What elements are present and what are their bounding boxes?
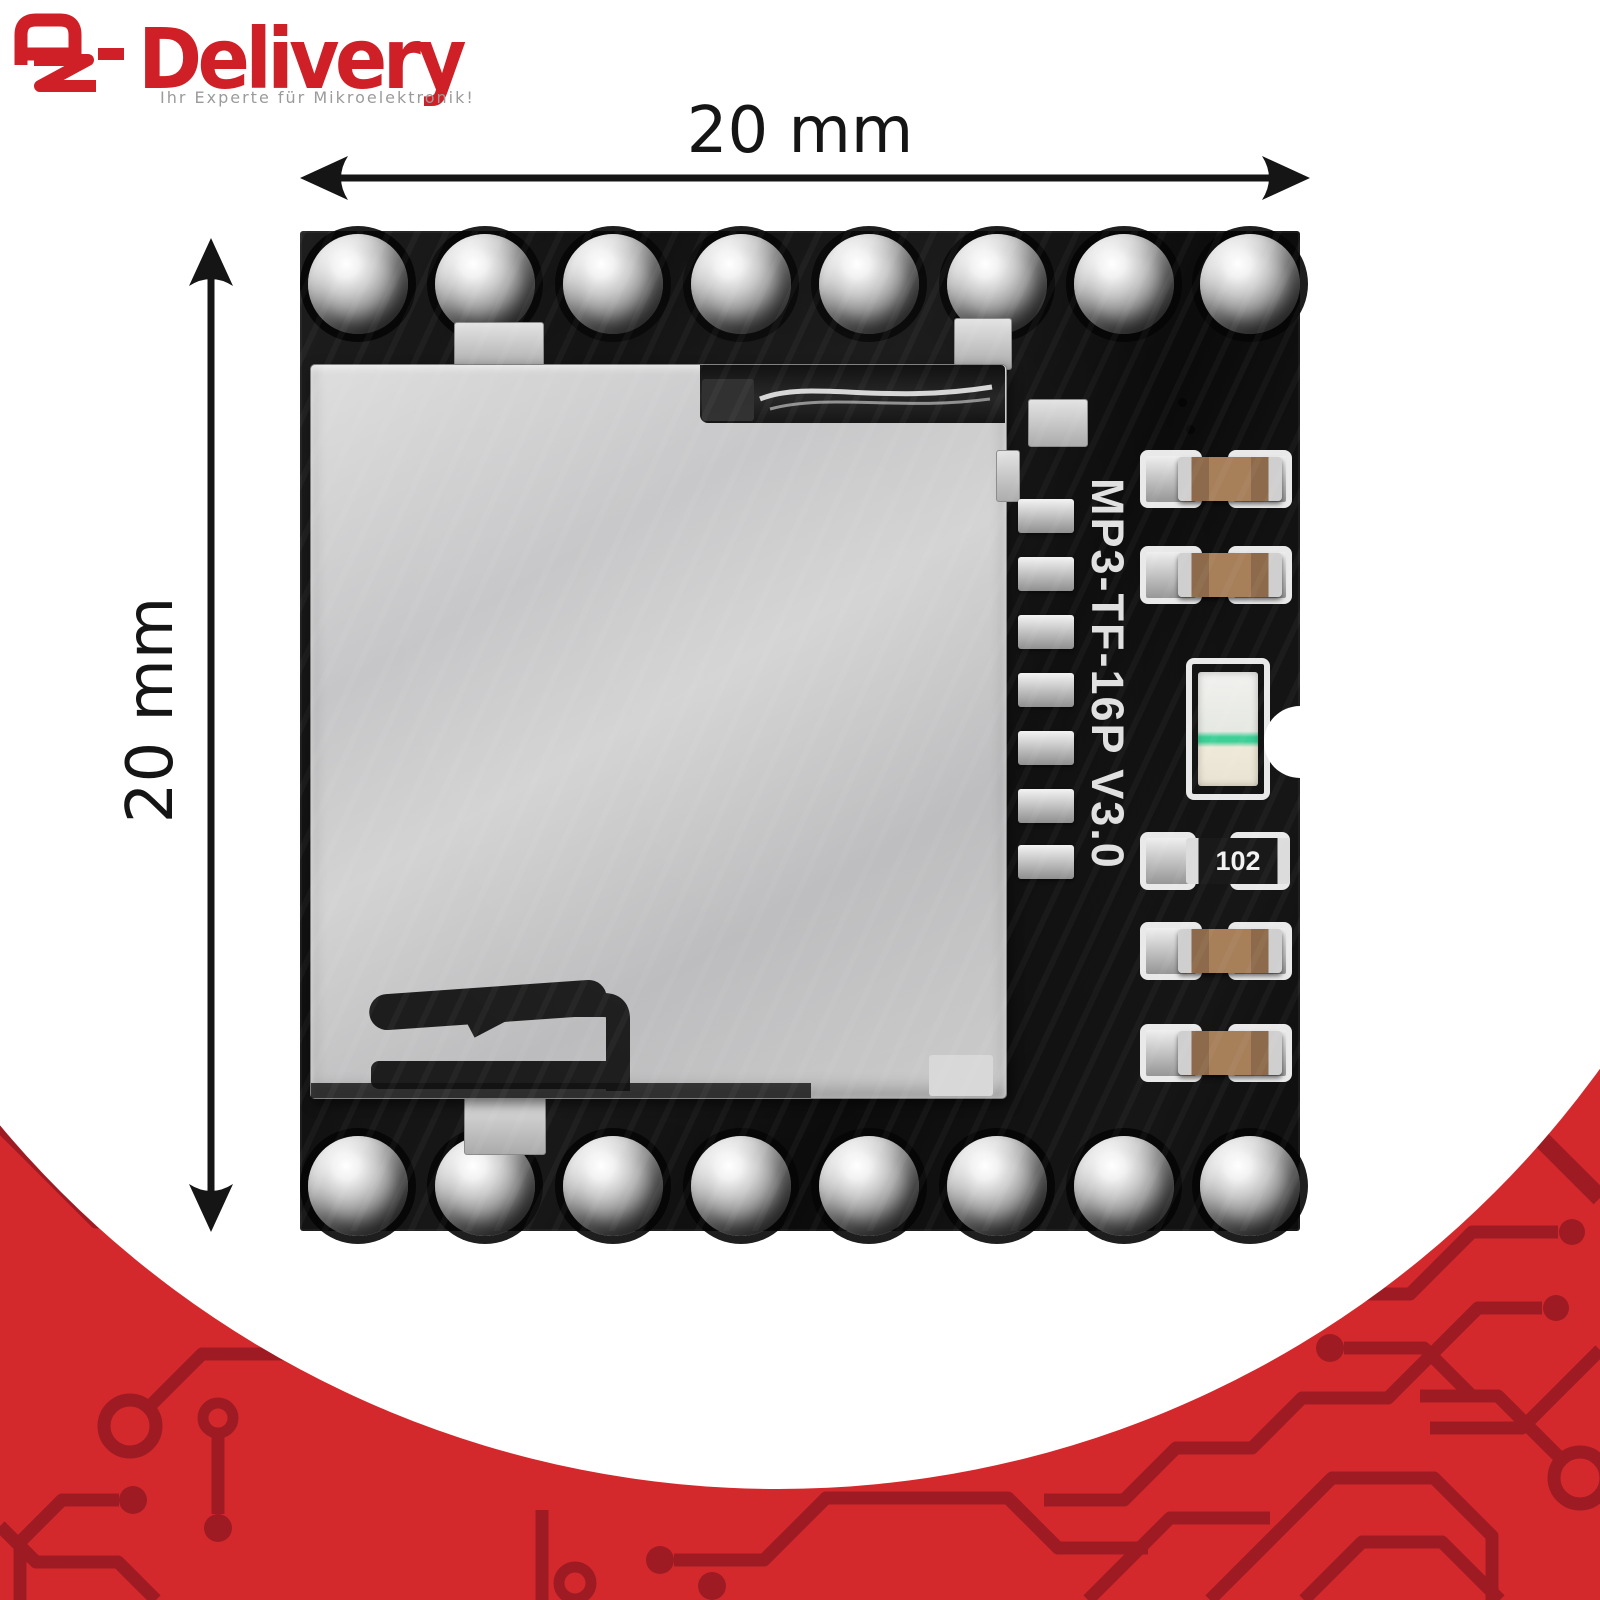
solder-ball — [691, 234, 791, 334]
circuit-traces-pattern — [0, 1116, 1600, 1600]
solder-ball — [563, 1136, 663, 1236]
smd-resistor: 102 — [1186, 838, 1290, 884]
silkscreen-label: MP3-TF-16P V3.0 — [1082, 478, 1133, 870]
logo-az-monogram — [14, 13, 124, 92]
solder-ball — [691, 1136, 791, 1236]
brand-logo: Delivery Ihr Experte für Mikroelektronik… — [14, 4, 534, 114]
smd-pin — [1018, 615, 1074, 649]
solder-ball — [1200, 234, 1300, 334]
height-dimension-arrow — [189, 238, 233, 1232]
smd-capacitor — [1178, 929, 1282, 973]
solder-ball — [308, 234, 408, 334]
solder-ball — [947, 234, 1047, 334]
height-dimension-label: 20 mm — [114, 596, 188, 824]
smd-pin — [1018, 557, 1074, 591]
solder-ball — [947, 1136, 1047, 1236]
via-dot — [1186, 425, 1195, 434]
width-dimension-label: 20 mm — [686, 94, 914, 168]
solder-ball — [1200, 1136, 1300, 1236]
solder-ball — [308, 1136, 408, 1236]
pcb-edge-notch — [1264, 706, 1336, 778]
smd-pin — [1018, 731, 1074, 765]
socket-bottom-tab — [929, 1055, 993, 1096]
slot-spring-contact — [759, 384, 993, 411]
smd-capacitor — [1178, 1031, 1282, 1075]
width-dimension-arrow — [300, 156, 1310, 200]
smd-pad — [996, 450, 1020, 502]
solder-ball — [563, 234, 663, 334]
smd-pin — [1018, 673, 1074, 707]
smd-pad — [1028, 399, 1088, 447]
socket-mount-tab — [954, 318, 1012, 370]
card-detect-lever — [311, 979, 811, 1098]
solder-ball — [1074, 1136, 1174, 1236]
smd-capacitor — [1178, 457, 1282, 501]
resistor-value-label: 102 — [1215, 845, 1261, 876]
smd-pin — [1018, 499, 1074, 533]
solder-ball — [1074, 234, 1174, 334]
socket-mount-tab — [454, 322, 544, 370]
socket-mount-tab — [464, 1093, 546, 1155]
pcb-module-photo: MP3-TF-16P V3.0 102 — [300, 231, 1336, 1236]
smd-capacitor — [1178, 553, 1282, 597]
logo-brand-text: Delivery — [138, 10, 467, 108]
solder-ball — [819, 1136, 919, 1236]
logo-tagline: Ihr Experte für Mikroelektronik! — [160, 88, 475, 107]
via-dot — [1178, 398, 1187, 407]
solder-ball — [435, 234, 535, 334]
smd-pin — [1018, 789, 1074, 823]
smd-pin — [1018, 845, 1074, 879]
solder-ball — [819, 234, 919, 334]
status-led — [1198, 672, 1258, 786]
microsd-card-socket — [310, 364, 1007, 1099]
slot-detail — [702, 379, 754, 421]
card-slot-opening — [700, 365, 1005, 423]
